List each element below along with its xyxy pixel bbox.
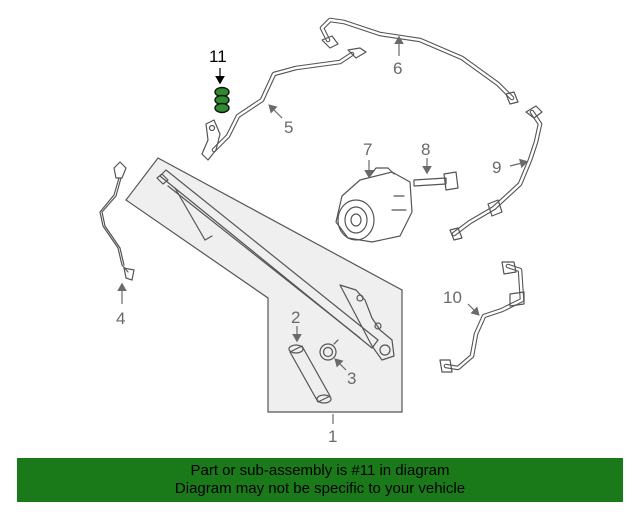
condenser [156, 169, 395, 361]
ac-compressor [335, 167, 413, 243]
suction-hose [449, 105, 543, 241]
mounting-bolt [413, 171, 459, 191]
part-label-11: 11 [209, 47, 227, 66]
clamp-ring [319, 339, 339, 361]
condenser-panel [125, 157, 403, 413]
leader-3 [334, 358, 347, 371]
part-label-6: 6 [393, 59, 402, 78]
part-notice-line-1: Part or sub-assembly is #11 in diagram [190, 462, 450, 479]
highlighted-part-11 [214, 86, 230, 114]
part-label-3: 3 [347, 369, 356, 388]
part-label-5: 5 [284, 118, 293, 137]
liquid-line [201, 47, 367, 161]
leader-5 [268, 104, 283, 119]
part-notice-banner: Part or sub-assembly is #11 in diagram D… [17, 458, 623, 502]
part-label-1: 1 [328, 427, 337, 446]
part-label-8: 8 [421, 140, 430, 159]
receiver-drier [288, 344, 332, 404]
part-label-2: 2 [291, 308, 300, 327]
suction-line-upper [319, 17, 519, 105]
part-label-4: 4 [116, 309, 125, 328]
discharge-hose [439, 261, 525, 373]
part-notice-line-2: Diagram may not be specific to your vehi… [174, 480, 466, 497]
leader-10 [467, 303, 480, 316]
pressure-sensor-line [99, 161, 135, 281]
part-label-9: 9 [492, 158, 501, 177]
part-label-10: 10 [443, 288, 462, 307]
leader-9 [509, 158, 529, 169]
part-label-7: 7 [363, 140, 372, 159]
